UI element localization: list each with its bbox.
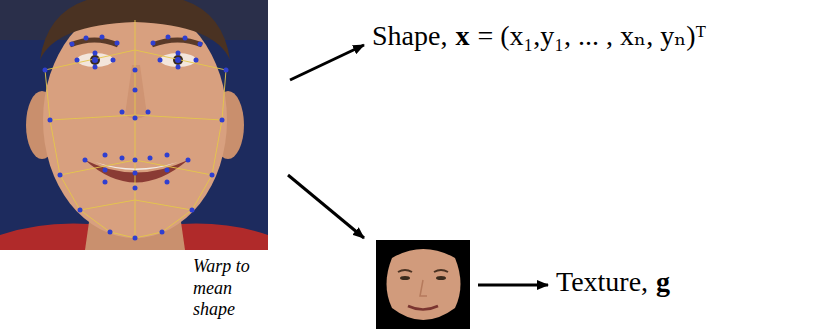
- warp-note: Warp to mean shape: [193, 256, 265, 321]
- arrow: [290, 45, 364, 80]
- shape-label: Shape,: [372, 20, 447, 52]
- arrow: [478, 284, 548, 287]
- shape-vector-symbol: x: [455, 20, 469, 52]
- face-photo: [0, 0, 268, 250]
- shape-vector-formula: = (x₁,y₁, ... , xₙ, yₙ)ᵀ: [477, 20, 705, 52]
- warped-face: [376, 240, 470, 329]
- texture-label: Texture,: [556, 266, 648, 298]
- arrow: [288, 175, 364, 238]
- texture-vector-symbol: g: [656, 266, 670, 298]
